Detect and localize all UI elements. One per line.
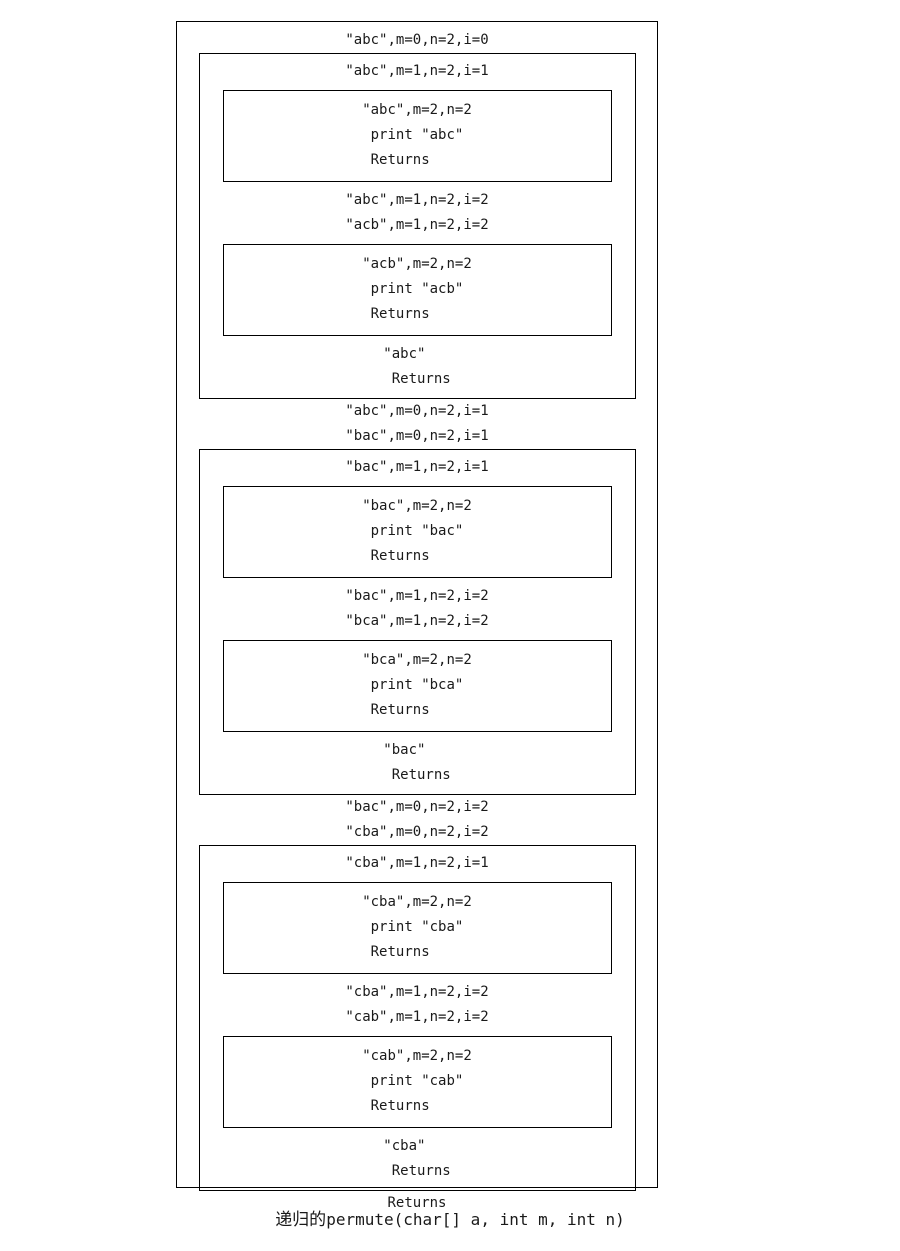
call-args-line: "bca",m=2,n=2: [362, 652, 472, 668]
tail-returns-line: Returns: [383, 1163, 451, 1179]
call-block: "cab",m=2,n=2 print "cab" Returns: [362, 1044, 472, 1119]
tail-returns-line: Returns: [383, 767, 451, 783]
call-returns-line: Returns: [362, 944, 430, 960]
frame-level-0-mid-2: "bac",m=0,n=2,i=1: [345, 428, 489, 444]
diagram-caption: 递归的permute(char[] a, int m, int n): [0, 1209, 900, 1231]
call-block: "cba",m=2,n=2 print "cba" Returns: [362, 890, 472, 965]
call-returns-line: Returns: [362, 306, 430, 322]
recursion-frame-level-1-cba: "cba",m=1,n=2,i=1 "cba",m=2,n=2 print "c…: [198, 845, 636, 1191]
frame-level-0-mid-3: "bac",m=0,n=2,i=2: [345, 799, 489, 815]
frame-level-1-abc-mid-2: "acb",m=1,n=2,i=2: [345, 217, 489, 233]
call-print-line: print "cab": [362, 1073, 464, 1089]
call-block: "bca",m=2,n=2 print "bca" Returns: [362, 648, 472, 723]
call-args-line: "cab",m=2,n=2: [362, 1048, 472, 1064]
call-block: "acb",m=2,n=2 print "acb" Returns: [362, 252, 472, 327]
call-args-line: "acb",m=2,n=2: [362, 256, 472, 272]
frame-level-1-abc-header: "abc",m=1,n=2,i=1: [345, 63, 489, 79]
tail-returns-line: Returns: [383, 371, 451, 387]
call-block: "bac",m=2,n=2 print "bac" Returns: [362, 494, 472, 569]
call-print-line: print "bca": [362, 677, 464, 693]
frame-level-1-abc-mid-1: "abc",m=1,n=2,i=2: [345, 192, 489, 208]
call-print-line: print "acb": [362, 281, 464, 297]
frame-level-1-bac-mid-1: "bac",m=1,n=2,i=2: [345, 588, 489, 604]
recursion-frame-level-2-cab: "cab",m=2,n=2 print "cab" Returns: [222, 1036, 612, 1128]
frame-level-0-footer: Returns: [387, 1195, 447, 1211]
call-args-line: "abc",m=2,n=2: [362, 102, 472, 118]
recursion-frame-level-1-bac: "bac",m=1,n=2,i=1 "bac",m=2,n=2 print "b…: [198, 449, 636, 795]
frame-level-1-bac-tail-block: "bac" Returns: [383, 738, 450, 788]
tail-value-line: "abc": [383, 346, 426, 362]
call-returns-line: Returns: [362, 548, 430, 564]
recursion-frame-level-2-acb: "acb",m=2,n=2 print "acb" Returns: [222, 244, 612, 336]
tail-value-line: "cba": [383, 1138, 426, 1154]
call-returns-line: Returns: [362, 702, 430, 718]
frame-level-1-bac-mid-2: "bca",m=1,n=2,i=2: [345, 613, 489, 629]
frame-level-1-cba-mid-2: "cab",m=1,n=2,i=2: [345, 1009, 489, 1025]
call-print-line: print "abc": [362, 127, 464, 143]
frame-level-1-cba-header: "cba",m=1,n=2,i=1: [345, 855, 489, 871]
frame-level-1-cba-tail-block: "cba" Returns: [383, 1134, 450, 1184]
tail-value-line: "bac": [383, 742, 426, 758]
recursion-frame-level-2-bca: "bca",m=2,n=2 print "bca" Returns: [222, 640, 612, 732]
call-args-line: "bac",m=2,n=2: [362, 498, 472, 514]
recursion-frame-level-0: "abc",m=0,n=2,i=0 "abc",m=1,n=2,i=1 "abc…: [176, 21, 658, 1211]
frame-level-1-cba-mid-1: "cba",m=1,n=2,i=2: [345, 984, 489, 1000]
call-args-line: "cba",m=2,n=2: [362, 894, 472, 910]
frame-level-1-abc-tail-block: "abc" Returns: [383, 342, 450, 392]
recursion-frame-level-2-cba-first: "cba",m=2,n=2 print "cba" Returns: [222, 882, 612, 974]
recursion-frame-level-2-bac-first: "bac",m=2,n=2 print "bac" Returns: [222, 486, 612, 578]
call-block: "abc",m=2,n=2 print "abc" Returns: [362, 98, 472, 173]
frame-level-0-mid-4: "cba",m=0,n=2,i=2: [345, 824, 489, 840]
frame-level-0-header: "abc",m=0,n=2,i=0: [345, 32, 489, 48]
caption-prefix-text: 递归的: [275, 1210, 327, 1230]
call-returns-line: Returns: [362, 1098, 430, 1114]
frame-level-0-mid-1: "abc",m=0,n=2,i=1: [345, 403, 489, 419]
call-returns-line: Returns: [362, 152, 430, 168]
recursion-frame-level-1-abc: "abc",m=1,n=2,i=1 "abc",m=2,n=2 print "a…: [198, 53, 636, 399]
caption-signature-text: permute(char[] a, int m, int n): [326, 1210, 625, 1229]
call-print-line: print "bac": [362, 523, 464, 539]
recursion-frame-level-2-abc-first: "abc",m=2,n=2 print "abc" Returns: [222, 90, 612, 182]
call-print-line: print "cba": [362, 919, 464, 935]
frame-level-1-bac-header: "bac",m=1,n=2,i=1: [345, 459, 489, 475]
